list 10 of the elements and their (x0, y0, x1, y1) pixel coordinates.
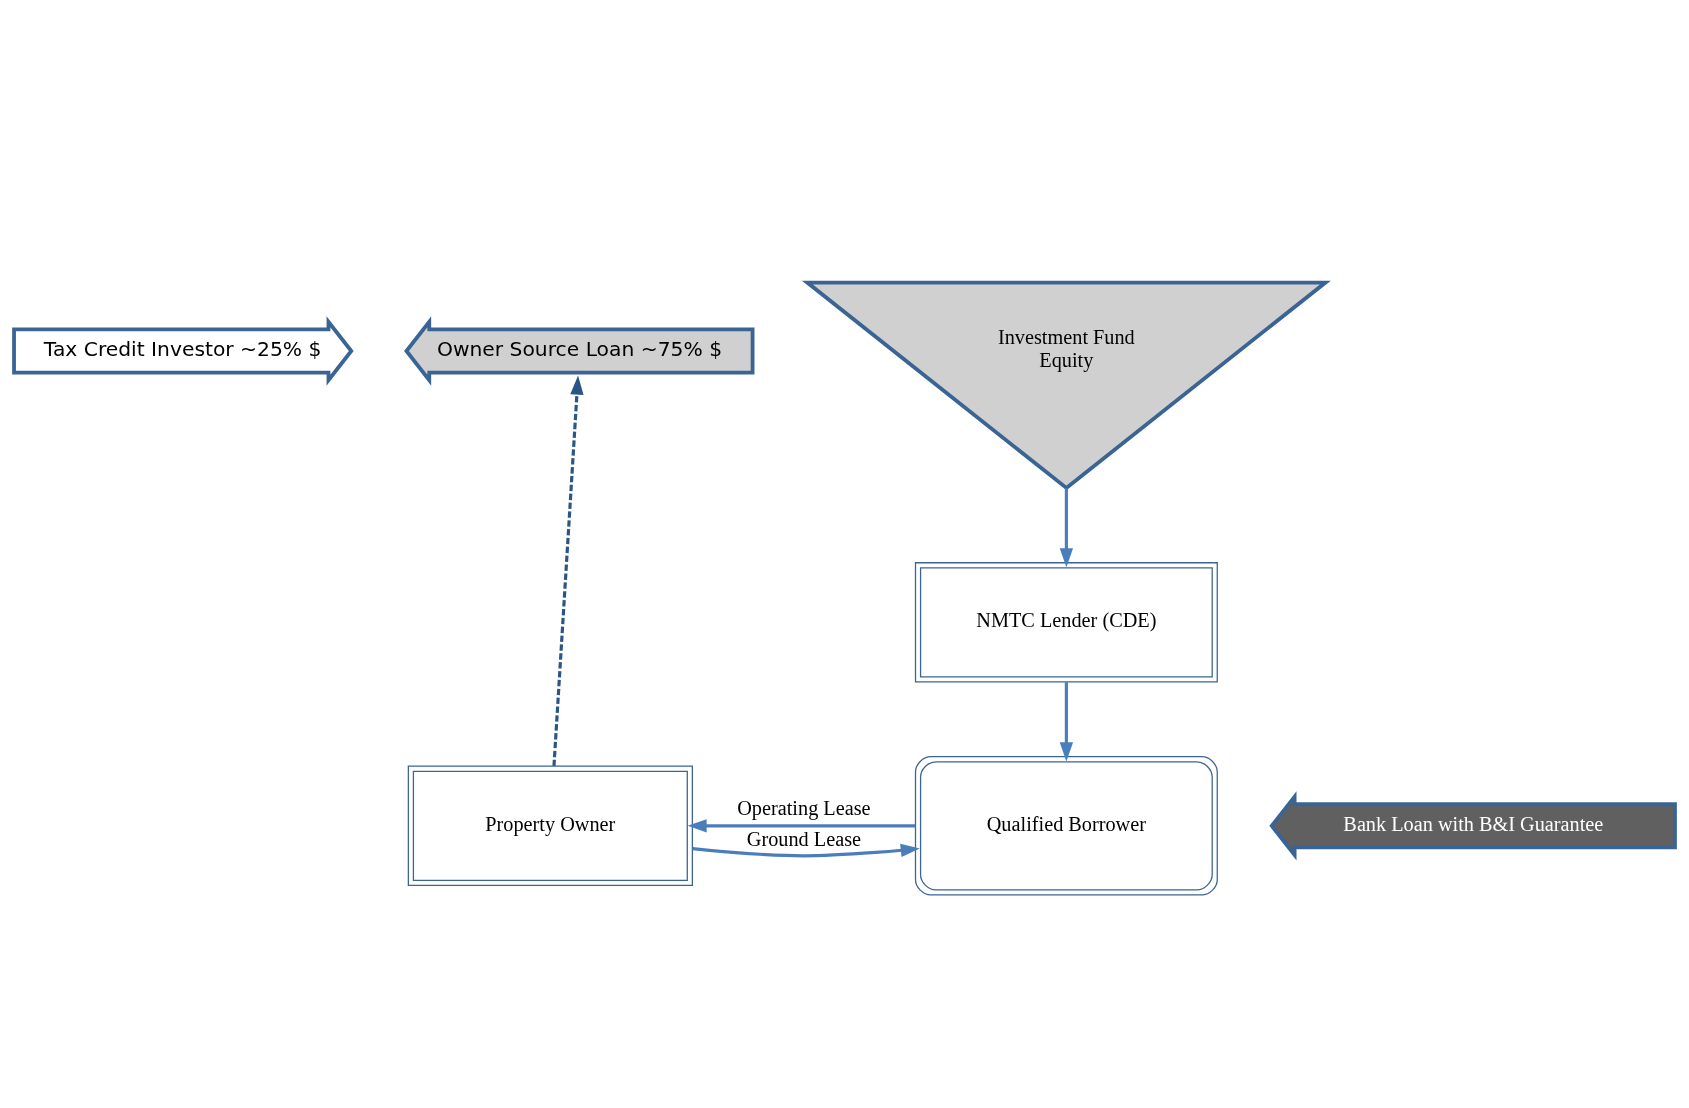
node-box: NMTC Lender (CDE) (914, 561, 1218, 683)
edge-label: Operating Lease (737, 796, 871, 819)
edge-label: Ground Lease (746, 827, 862, 850)
arrow (1059, 681, 1074, 761)
node-box: Qualified Borrower (914, 755, 1218, 896)
node-box: Property Owner (407, 765, 693, 886)
arrow (1059, 487, 1074, 567)
arrow (692, 843, 920, 857)
arrow (552, 375, 584, 766)
arrow (687, 818, 916, 832)
